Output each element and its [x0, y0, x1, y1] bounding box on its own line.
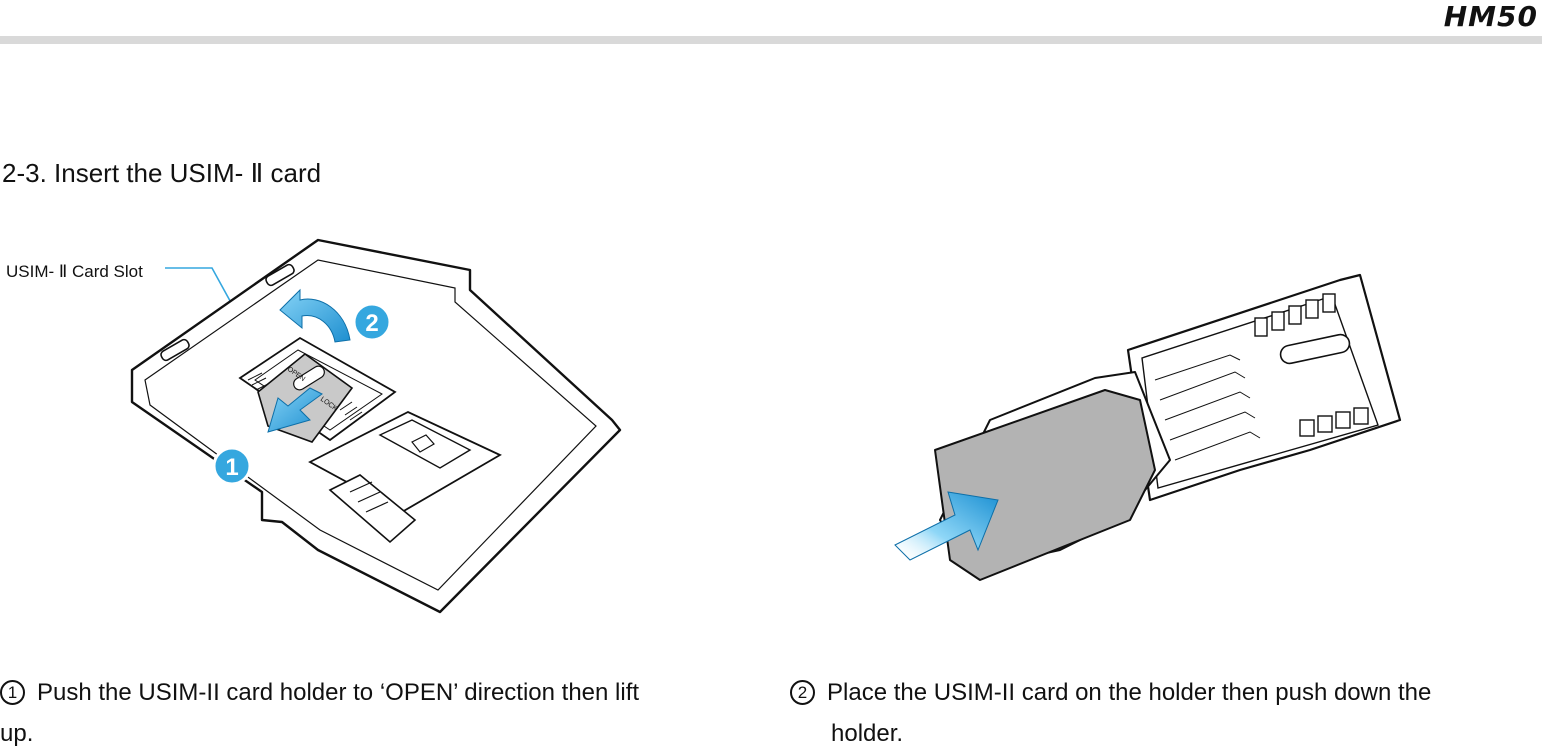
insert-arrow-icon — [894, 491, 999, 561]
step-2-line2: holder. — [831, 720, 904, 747]
step-2-number: 2 — [790, 680, 815, 705]
step-1-number: 1 — [0, 680, 25, 705]
callout-2: 2 — [352, 302, 392, 342]
step-2-line1: Place the USIM-II card on the holder the… — [827, 679, 1432, 706]
svg-text:1: 1 — [225, 454, 238, 481]
section-title: 2-3. Insert the USIM- Ⅱ card — [2, 158, 322, 188]
step-1-line1: Push the USIM-II card holder to ‘OPEN’ d… — [37, 679, 640, 706]
usim-tray-illustration: OPEN LOCK 2 1 — [130, 238, 622, 614]
svg-text:2: 2 — [365, 310, 378, 337]
usim-slot-label: USIM- Ⅱ Card Slot — [6, 262, 143, 281]
callout-1: 1 — [212, 446, 252, 486]
usim-card — [934, 389, 1156, 581]
step-1: 1 Push the USIM-II card holder to ‘OPEN’… — [0, 672, 720, 754]
model-name: HM50 — [1443, 0, 1538, 33]
step-2: 2 Place the USIM-II card on the holder t… — [790, 672, 1510, 754]
tray-outline — [130, 238, 622, 614]
push-arrow-icon — [267, 387, 323, 433]
usim-card-insert-illustration — [894, 273, 1402, 581]
step-1-line2: up. — [0, 720, 34, 747]
lift-arrow-icon — [279, 288, 351, 343]
holder-frame — [1126, 273, 1402, 502]
header-rule — [0, 36, 1542, 44]
